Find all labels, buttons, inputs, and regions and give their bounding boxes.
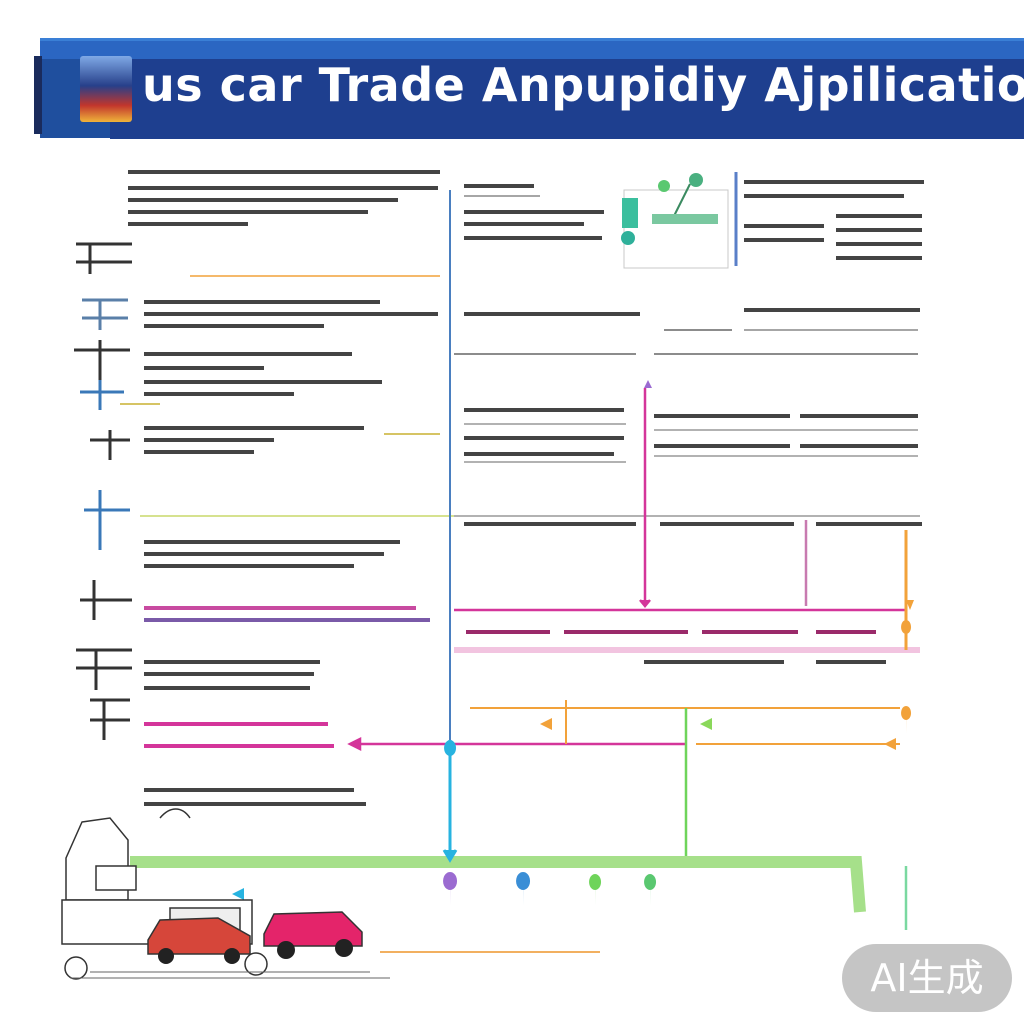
- car-icon-2: [263, 911, 363, 959]
- left-colored-text: [144, 606, 430, 748]
- page-title: us car Trade Anpupidiy Ajpilication: [142, 58, 1024, 112]
- banner-tab: [34, 56, 42, 134]
- banner-stripe: [40, 41, 1024, 59]
- car-icon: [147, 917, 251, 964]
- green-connector: [130, 708, 908, 930]
- banner-inner: [110, 59, 1024, 139]
- title-banner: [40, 38, 1024, 139]
- ground-scribble: [70, 971, 390, 979]
- orange-connector: [470, 530, 908, 745]
- flow-markers: [232, 380, 914, 906]
- tree-icon: [621, 172, 738, 269]
- flag-logo-icon: [80, 56, 132, 122]
- magenta-connector: [347, 388, 920, 752]
- divider-lines: [120, 195, 920, 517]
- left-glyph-strip: [74, 242, 132, 740]
- right-text-blocks: [464, 180, 924, 664]
- ai-generated-badge: AI生成: [842, 944, 1012, 1012]
- left-text-blocks: [128, 170, 440, 806]
